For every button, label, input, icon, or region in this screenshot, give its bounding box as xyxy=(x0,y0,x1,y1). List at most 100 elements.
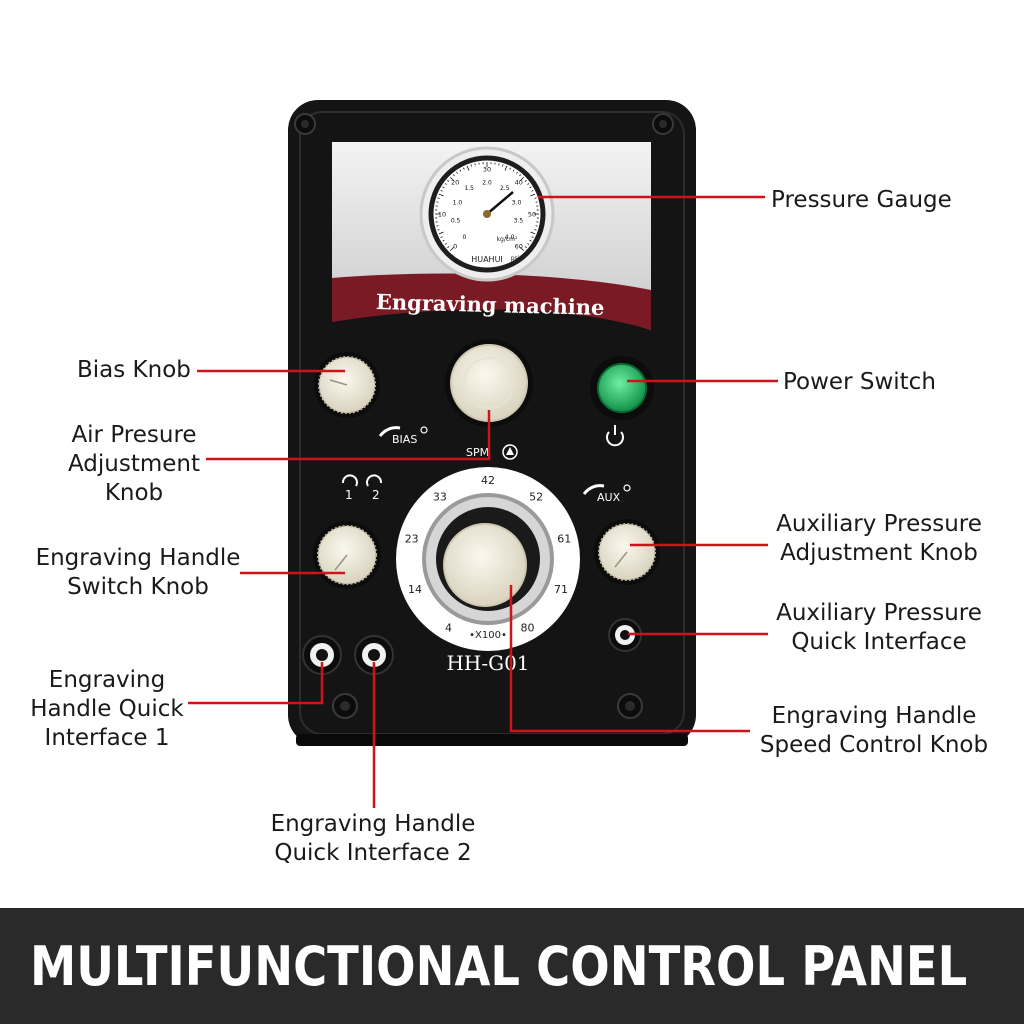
gauge-needle xyxy=(486,191,514,215)
callout-handle-interface-1: Engraving Handle Quick Interface 1 xyxy=(24,666,190,753)
dial-mark-label: 80 xyxy=(521,621,535,634)
callout-power-switch: Power Switch xyxy=(783,369,936,395)
dial-mark-label: 14 xyxy=(408,583,422,596)
gauge-inner-tick-label: 0 xyxy=(462,234,466,241)
rotate-left-icon xyxy=(366,474,382,487)
dial-mark-label: 33 xyxy=(433,490,447,503)
gauge-outer-tick-label: 0 xyxy=(453,242,457,250)
gauge-tick xyxy=(438,193,444,197)
gauge-inner-tick-label: 1.0 xyxy=(453,199,463,206)
callout-aux-quick-interface: Auxiliary Pressure Quick Interface xyxy=(766,599,992,657)
power-switch[interactable] xyxy=(590,356,654,420)
speed-control-knob[interactable] xyxy=(443,523,527,607)
handle-2-label: 2 xyxy=(372,488,380,502)
gauge-tick xyxy=(440,236,443,238)
aux-quick-interface[interactable] xyxy=(608,618,642,652)
gauge-tick xyxy=(529,239,532,242)
callout-line: Handle Quick xyxy=(30,696,184,722)
callout-speed-control-knob: Engraving Handle Speed Control Knob xyxy=(752,702,996,760)
gauge-tick xyxy=(527,243,530,245)
gauge-tick xyxy=(442,186,445,189)
gauge-tick xyxy=(534,229,537,231)
leader-handle-interface-1 xyxy=(188,662,324,705)
gauge-tick xyxy=(529,186,532,189)
gauge-tick xyxy=(504,165,508,171)
gauge-outer-tick-label: 30 xyxy=(483,166,491,174)
bias-knob[interactable] xyxy=(314,352,380,418)
gauge-tick xyxy=(531,236,534,238)
gauge-unit-psi: psi xyxy=(511,255,520,262)
gauge-tick xyxy=(530,193,536,197)
gauge-tick xyxy=(437,197,440,199)
callout-line: Engraving Handle xyxy=(35,545,241,571)
gauge-tick xyxy=(524,179,527,182)
callout-line: Adjustment xyxy=(67,451,201,477)
callout-handle-switch-knob: Engraving Handle Switch Knob xyxy=(32,544,244,602)
gauge-inner-tick-label: 4.0 xyxy=(505,234,515,241)
callout-line: Speed Control Knob xyxy=(759,732,989,758)
gauge-tick xyxy=(447,246,450,249)
callout-line: Auxiliary Pressure xyxy=(776,511,982,537)
leader-speed-control-knob xyxy=(509,585,750,733)
dial-multiplier: •X100• xyxy=(469,630,507,641)
control-panel: Engraving machine 010203040506000.51.01.… xyxy=(288,100,696,746)
gauge-tick xyxy=(512,169,515,172)
gauge-tick xyxy=(447,179,450,182)
gauge-tick xyxy=(470,164,472,167)
corner-screw xyxy=(652,113,674,135)
callout-line: Quick Interface xyxy=(791,629,967,655)
dial-mark-label: 52 xyxy=(529,490,543,503)
gauge-outer-tick-label: 10 xyxy=(438,211,446,219)
gauge-tick xyxy=(456,171,458,174)
callout-line: Engraving Handle xyxy=(270,811,476,837)
corner-screw xyxy=(332,693,358,719)
gauge-outer-tick-label: 20 xyxy=(451,179,459,187)
dial-mark-label: 23 xyxy=(405,533,419,546)
corner-screw xyxy=(294,113,316,135)
callout-line: Air Presure xyxy=(71,422,197,448)
gauge-tick xyxy=(502,164,504,167)
gauge-tick xyxy=(440,190,443,192)
gauge-inner-tick-label: 1.5 xyxy=(464,185,474,192)
aux-pressure-knob[interactable] xyxy=(594,519,660,585)
callout-line: Engraving xyxy=(48,667,166,693)
gauge-unit: kg/cm² xyxy=(497,236,518,243)
leader-air-pressure-knob xyxy=(206,410,491,461)
panel-title: Engraving machine xyxy=(376,289,605,320)
callout-line: Auxiliary Pressure xyxy=(776,600,982,626)
banner-title: MULTIFUNCTIONAL CONTROL PANEL xyxy=(30,935,968,998)
dial-mark-label: 61 xyxy=(557,533,571,546)
gauge-tick xyxy=(444,243,447,245)
gauge-tick xyxy=(449,246,455,252)
gauge-tick xyxy=(527,183,530,185)
callout-line: Switch Knob xyxy=(67,574,209,600)
spm-triangle-icon xyxy=(502,444,518,460)
gauge-tick xyxy=(530,231,536,235)
gauge-tick xyxy=(519,246,525,252)
handle-interface-2[interactable] xyxy=(354,635,394,675)
gauge-tick xyxy=(463,167,465,170)
gauge-brand: HUAHUI xyxy=(471,255,503,264)
gauge-inner-tick-label: 3.5 xyxy=(514,218,524,225)
leader-lines xyxy=(188,195,778,808)
gauge-inner-tick-label: 0.5 xyxy=(451,218,461,225)
gauge-tick xyxy=(444,183,447,185)
gauge-tick xyxy=(449,176,455,182)
gauge-tick xyxy=(519,174,522,177)
gauge-inner-tick-label: 2.5 xyxy=(500,185,510,192)
gauge-tick xyxy=(452,174,455,177)
rotate-right-icon xyxy=(342,474,358,487)
handle-switch-knob[interactable] xyxy=(313,521,381,589)
callout-aux-pressure-knob: Auxiliary Pressure Adjustment Knob xyxy=(766,510,992,568)
gauge-outer-tick-label: 40 xyxy=(515,179,523,187)
handle-interface-1[interactable] xyxy=(302,635,342,675)
gauge-outer-tick-label: 50 xyxy=(528,211,536,219)
bias-label: BIAS xyxy=(392,433,417,446)
callout-pressure-gauge: Pressure Gauge xyxy=(771,187,952,213)
gauge-tick xyxy=(519,176,525,182)
callout-handle-interface-2: Engraving Handle Quick Interface 2 xyxy=(262,810,484,868)
air-pressure-knob[interactable] xyxy=(445,339,533,427)
